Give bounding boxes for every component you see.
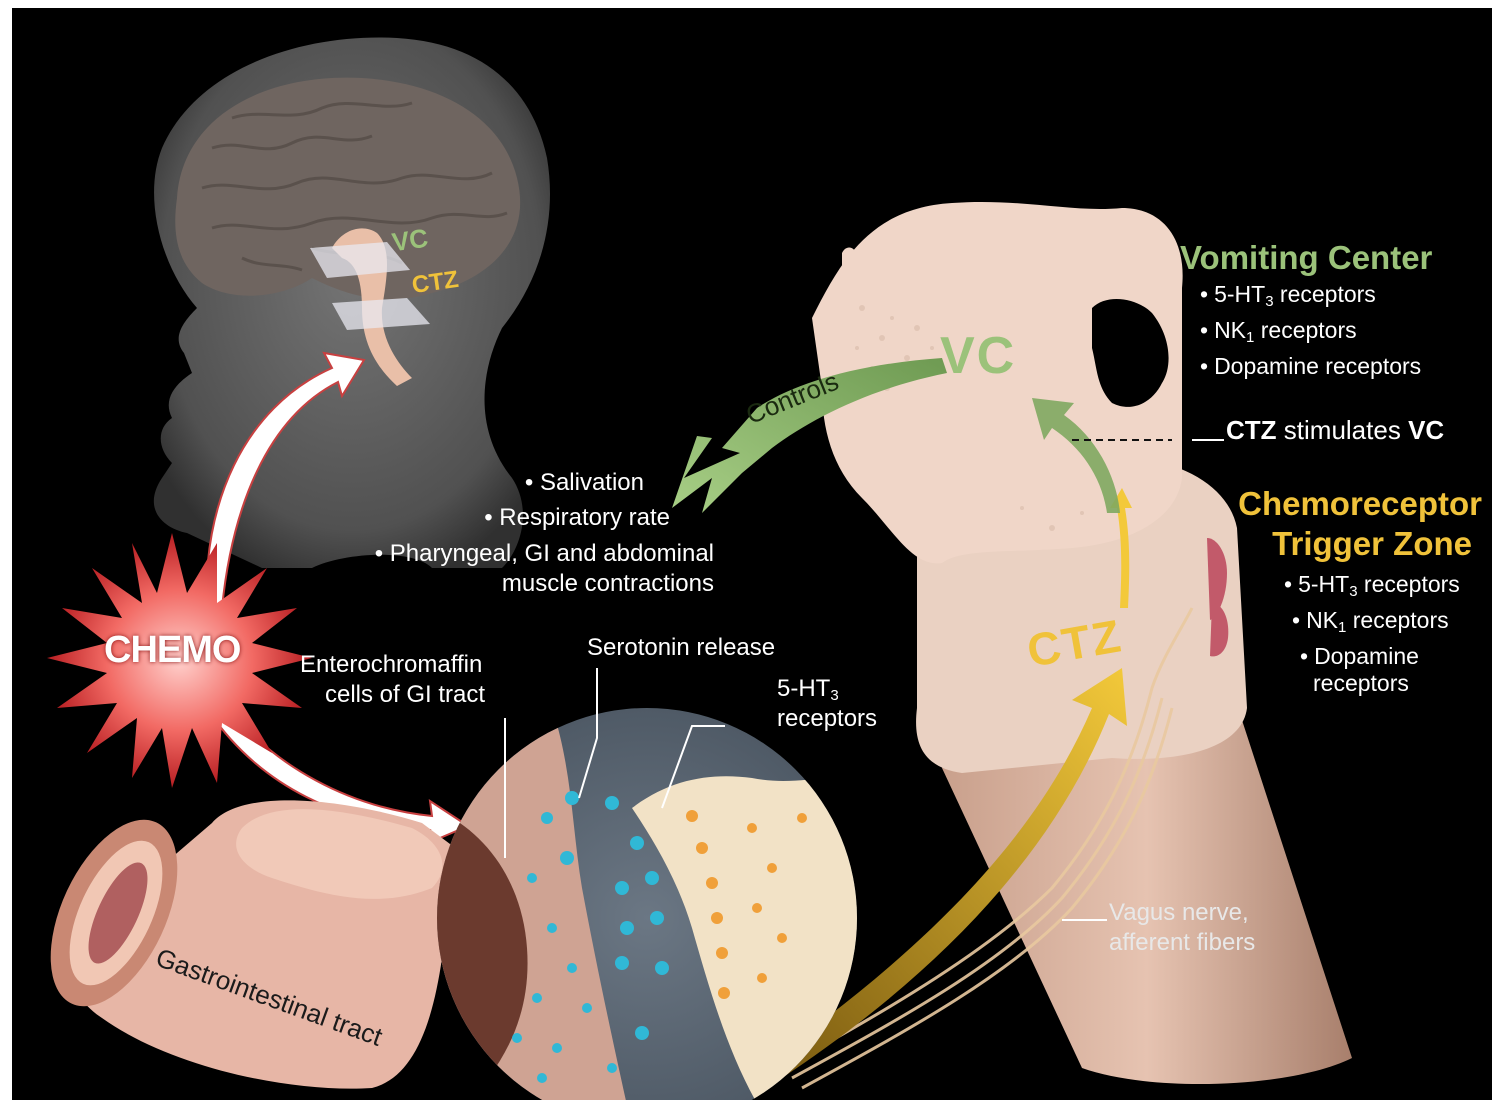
vc-receptor-5ht3: 5-HT3 receptors [1200,280,1421,316]
enterochromaffin-line2: cells of GI tract [325,682,485,708]
vc-receptor-dopamine: Dopamine receptors [1200,352,1421,381]
ctz-receptor-dopamine: Dopamine [1284,642,1460,671]
effect-continuation: muscle contractions [502,571,714,597]
ht3-label-line1: 5-HT3 [777,676,839,705]
vagus-line1: Vagus nerve, [1109,900,1249,926]
ctz-dopamine-line2: receptors [1313,671,1489,696]
vagus-line2: afferent fibers [1109,930,1255,956]
vc-receptor-nk1: NK1 receptors [1200,316,1421,352]
serotonin-release-label: Serotonin release [587,635,775,661]
ctz-receptor-nk1: NK1 receptors [1284,606,1460,642]
vomiting-center-title: Vomiting Center [1180,240,1432,276]
vomiting-center-receptors: 5-HT3 receptors NK1 receptors Dopamine r… [1200,280,1421,381]
ctz-title-line1: Chemoreceptor [1238,486,1482,522]
brainstem-vc-mark: VC [940,328,1016,385]
head-vc-tag: VC [390,224,430,257]
ctz-stimulates-vc: CTZ stimulates VC [1226,416,1444,445]
effect-respiratory-rate: • Respiratory rate [484,505,670,531]
ctz-receptor-5ht3: 5-HT3 receptors [1284,570,1460,606]
chemo-label: CHEMO [104,630,240,672]
illustration [12,8,1492,1100]
gi-tract-illustration [25,800,482,1088]
head-silhouette [154,38,550,568]
effect-pharyngeal: • Pharyngeal, GI and abdominal [375,541,714,567]
ht3-label-line2: receptors [777,706,877,732]
ctz-title-line2: Trigger Zone [1272,526,1472,562]
ctz-receptors: 5-HT3 receptors NK1 receptors Dopamine r… [1284,570,1460,696]
effect-salivation: • Salivation [525,470,644,496]
enterochromaffin-line1: Enterochromaffin [300,652,482,678]
magnified-circle [432,708,872,1100]
diagram-canvas: VC CTZ CHEMO VC CTZ Controls • Salivatio… [12,8,1492,1100]
